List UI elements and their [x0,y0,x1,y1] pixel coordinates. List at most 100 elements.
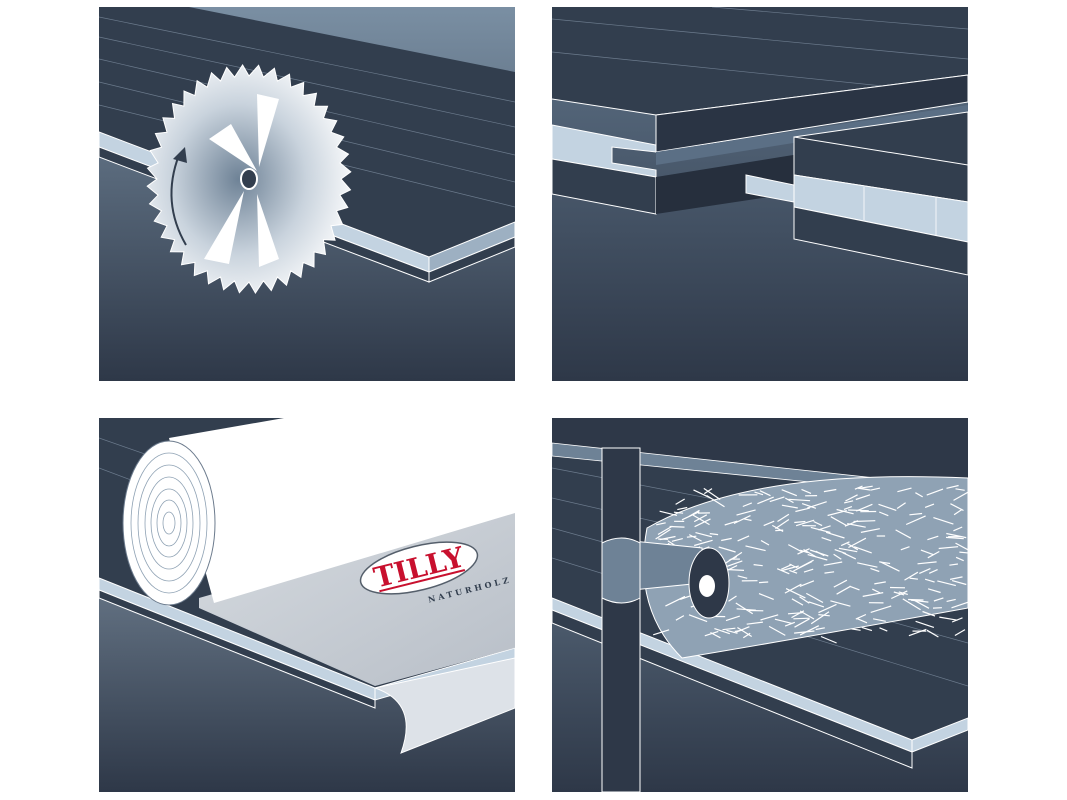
bristle [859,487,871,491]
bristle [855,613,867,620]
bristle [737,535,750,542]
bristle [951,601,968,609]
bristle [775,519,790,530]
bristle [954,629,966,637]
bristle [695,532,713,538]
bristle [924,503,935,508]
bristle [955,556,964,562]
bristle [776,568,790,575]
bristle [874,581,886,585]
bristle [709,533,719,536]
bristle [853,546,872,554]
bristle [671,538,683,542]
panel-saw-cutting [99,7,515,381]
bristle [780,564,792,570]
bristle [791,598,804,606]
tongue-groove-illustration [552,7,968,381]
bristle [742,502,753,508]
bristle [924,578,935,583]
bristle [742,632,751,639]
bristle [815,627,825,631]
bristle [896,502,906,509]
bristle [946,532,967,539]
bristle [737,575,748,579]
bristle [735,602,754,615]
bristle [784,583,802,594]
bristle [677,506,688,511]
bristle [736,509,756,516]
hanging-film [373,657,515,754]
bristle [653,629,670,636]
bristle [922,610,936,617]
bristle [926,629,939,638]
bristle [799,580,815,587]
bristle [861,626,873,632]
bristle [953,508,963,516]
bristle [904,571,919,581]
bristle [856,617,868,624]
bristle [659,510,678,516]
bristle [760,539,770,546]
bristle [722,627,736,631]
bristle [710,631,721,639]
bristle [909,577,918,580]
panel-film-roll: TILLY NATURHOLZ [99,418,515,792]
film-roll-illustration: TILLY NATURHOLZ [99,418,515,792]
bristle [905,515,926,526]
bristle [879,627,888,632]
bristle [843,506,853,510]
bristle [694,539,713,547]
bristle [803,568,814,573]
bristle [938,546,959,550]
bristle [808,601,825,608]
bristle [797,548,810,555]
bristle [821,537,832,542]
bristle [854,485,863,490]
bristle [803,548,817,558]
bristle [757,496,774,505]
bristle [872,588,881,594]
bristle [758,593,774,600]
bristle [789,569,798,574]
bristle [725,615,740,622]
bristle [959,551,968,554]
bristle [847,523,866,528]
bristle [772,524,784,533]
bristle [728,595,737,602]
bristle [893,591,905,596]
bristle [946,484,959,489]
bristle [694,518,711,528]
bristle [675,615,685,621]
bristle [753,564,763,567]
bristle [794,630,815,634]
bristle [823,561,843,566]
bristle [818,614,830,617]
bristle [781,565,799,572]
bristle [953,491,968,501]
bristle [795,519,815,527]
bristle [951,580,967,586]
bristle [927,535,939,541]
bristle [853,520,876,523]
bristle [714,628,730,635]
bristle [743,518,752,522]
bristle [838,547,858,553]
bristle [880,561,900,572]
bristle [836,585,851,595]
bristle [781,504,798,509]
bristle [937,580,956,587]
bristle [833,553,842,560]
bristle [688,614,708,623]
bristle [669,525,685,528]
bristle [927,550,940,559]
bristle [777,513,790,523]
bristle [799,625,820,636]
bristle [915,492,923,498]
brush-roller-illustration [552,418,968,792]
bristle [810,611,830,625]
bristle [774,618,793,625]
bristle [926,488,944,496]
support-post [601,447,641,792]
bristle [818,525,831,531]
bristle [878,511,889,517]
